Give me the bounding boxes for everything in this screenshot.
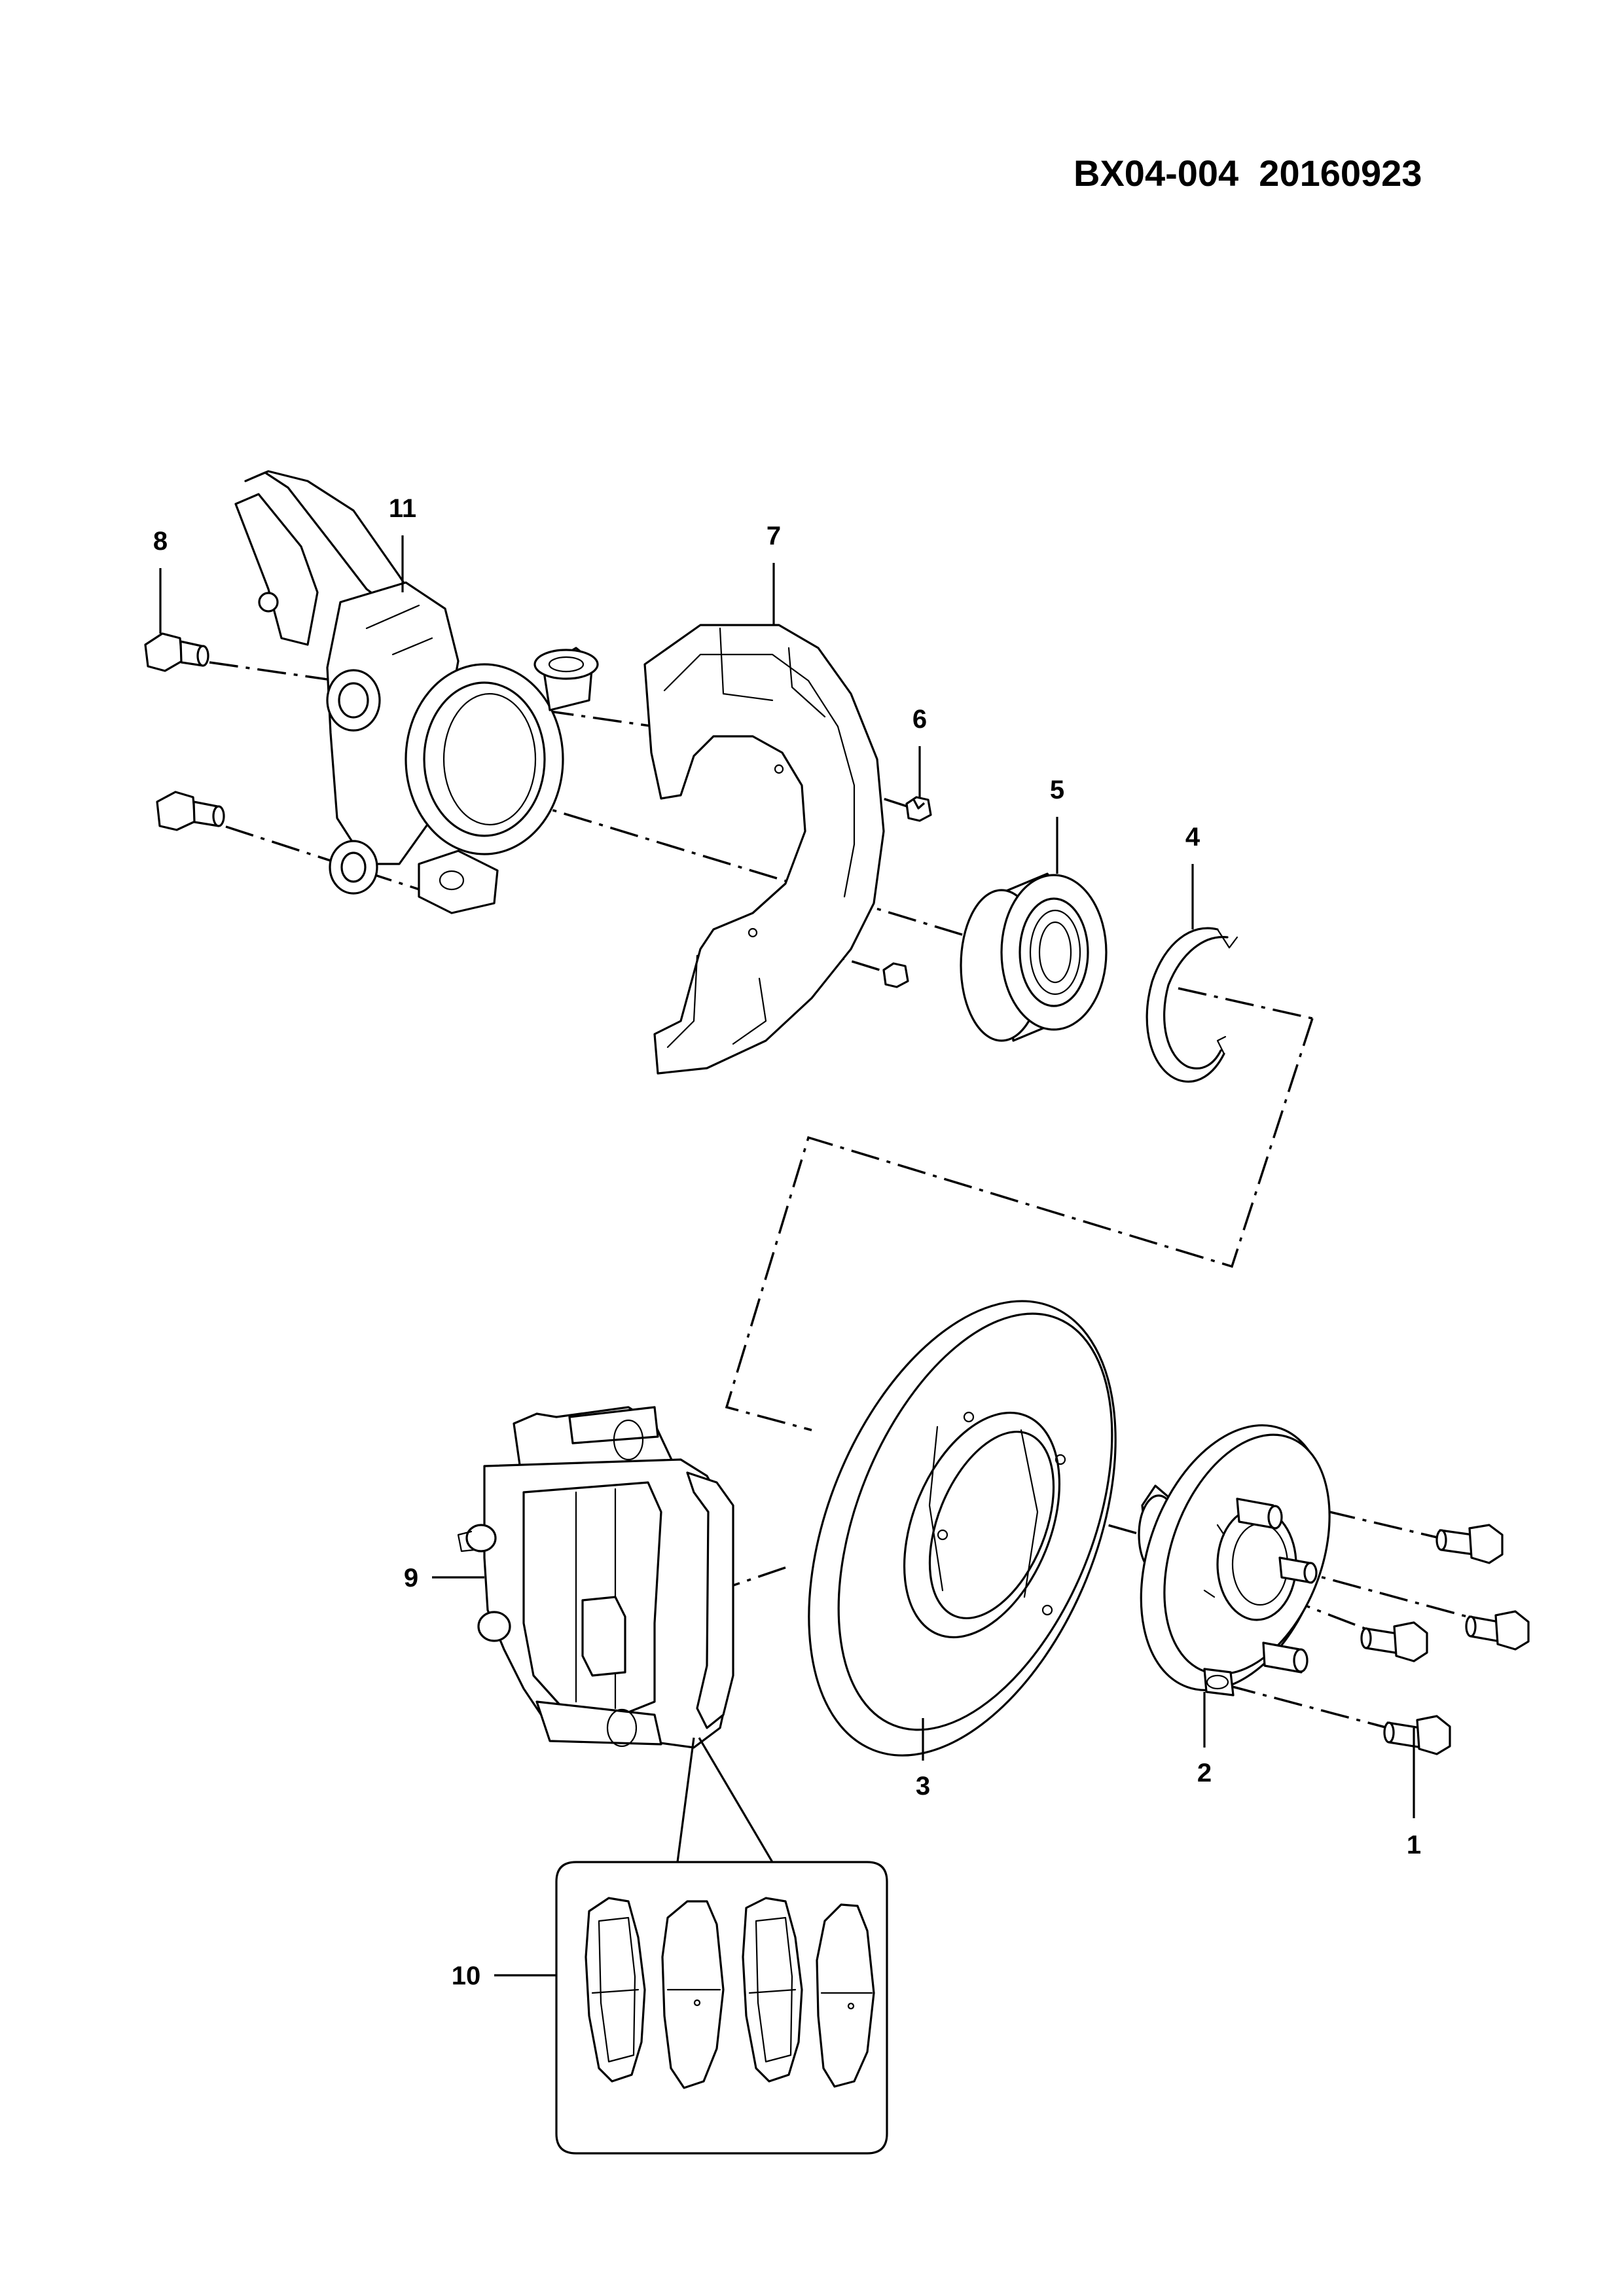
assembly-line-rotor-hub xyxy=(968,1484,1143,1536)
assembly-lines xyxy=(209,661,1480,1729)
callout-4: 4 xyxy=(1185,823,1200,852)
shield-bolt-lower xyxy=(882,962,909,988)
detail-leader-left xyxy=(676,1737,695,1863)
steering-knuckle xyxy=(234,470,599,914)
brake-pad-2 xyxy=(661,1900,725,2089)
callout-9: 9 xyxy=(404,1564,418,1592)
brake-pad-3 xyxy=(742,1897,803,2083)
assembly-line-hub-axis xyxy=(471,784,1032,957)
callout-10: 10 xyxy=(452,1962,481,1990)
hub-bolt-3 xyxy=(1360,1621,1428,1662)
brake-rotor xyxy=(808,1300,1117,1757)
detail-frame xyxy=(555,1861,888,2155)
callout-1: 1 xyxy=(1407,1831,1421,1859)
detail-leader-right xyxy=(698,1737,774,1863)
hub-bolt-4 xyxy=(1383,1715,1451,1755)
hub-bolt-2 xyxy=(1465,1610,1530,1651)
diagram-header: BX04-004 20160923 xyxy=(1074,152,1422,194)
brake-pad-4 xyxy=(816,1903,875,2088)
brake-caliper xyxy=(457,1406,734,1749)
assembly-line-hub-bolt-2 xyxy=(1286,1566,1480,1621)
assembly-line-hub-bolt-4 xyxy=(1227,1684,1388,1729)
assembly-line-snap-ring xyxy=(1178,987,1313,1020)
assembly-line-caliper-rotor xyxy=(727,1566,786,1588)
callout-7: 7 xyxy=(767,522,781,550)
snap-ring xyxy=(1146,927,1238,1083)
diagram-date: 20160923 xyxy=(1259,152,1422,194)
callout-5: 5 xyxy=(1050,776,1064,804)
callout-labels: 1 2 3 4 5 6 7 8 9 10 11 xyxy=(153,494,1421,1990)
assembly-line-bracket xyxy=(725,1018,1314,1431)
callout-2: 2 xyxy=(1197,1759,1212,1787)
wheel-bearing xyxy=(960,872,1108,1042)
shield-bolts xyxy=(882,796,932,988)
hub-bolts xyxy=(1360,1524,1530,1755)
wheel-hub xyxy=(1138,1424,1331,1696)
callout-leaders xyxy=(159,535,1415,1977)
knuckle-bolt-upper xyxy=(144,632,209,672)
knuckle-bolts xyxy=(144,632,225,831)
callout-8: 8 xyxy=(153,527,168,556)
brake-pad-detail xyxy=(555,1737,888,2155)
hub-bolt-1 xyxy=(1435,1524,1504,1564)
callout-11: 11 xyxy=(389,494,416,523)
knuckle-bolt-lower xyxy=(156,791,225,831)
callout-6: 6 xyxy=(912,705,927,734)
shield-bolt-upper xyxy=(905,796,932,822)
callout-3: 3 xyxy=(916,1772,930,1801)
dust-shield xyxy=(643,624,885,1075)
assembly-line-upper-bolt xyxy=(209,661,655,728)
hub-studs xyxy=(1203,1498,1318,1696)
brake-pad-1 xyxy=(585,1897,646,2083)
diagram-code: BX04-004 xyxy=(1074,152,1239,194)
